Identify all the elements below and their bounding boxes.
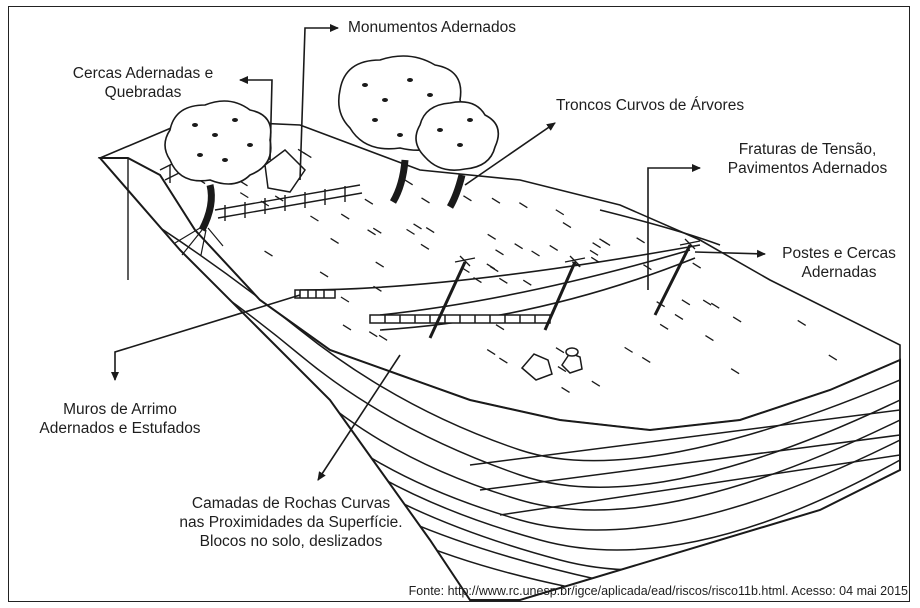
label-muros-line1: Muros de Arrimo <box>10 400 230 419</box>
label-fraturas: Fraturas de Tensão, Pavimentos Adernados <box>700 140 915 178</box>
label-fraturas-line1: Fraturas de Tensão, <box>700 140 915 159</box>
label-monumentos: Monumentos Adernados <box>348 18 516 37</box>
label-cercas: Cercas Adernadas e Quebradas <box>38 64 248 102</box>
label-cercas-line1: Cercas Adernadas e <box>38 64 248 83</box>
label-cercas-line2: Quebradas <box>38 83 248 102</box>
label-muros-line2: Adernados e Estufados <box>10 419 230 438</box>
label-postes-line2: Adernadas <box>768 263 910 282</box>
source-caption: Fonte: http://www.rc.unesp.br/igce/aplic… <box>409 584 908 598</box>
label-troncos: Troncos Curvos de Árvores <box>556 96 744 115</box>
label-camadas-line1: Camadas de Rochas Curvas <box>150 494 432 513</box>
label-fraturas-line2: Pavimentos Adernados <box>700 159 915 178</box>
label-muros: Muros de Arrimo Adernados e Estufados <box>10 400 230 438</box>
label-postes: Postes e Cercas Adernadas <box>768 244 910 282</box>
label-camadas: Camadas de Rochas Curvas nas Proximidade… <box>150 494 432 551</box>
label-camadas-line2: nas Proximidades da Superfície. <box>150 513 432 532</box>
label-camadas-line3: Blocos no solo, deslizados <box>150 532 432 551</box>
label-postes-line1: Postes e Cercas <box>768 244 910 263</box>
